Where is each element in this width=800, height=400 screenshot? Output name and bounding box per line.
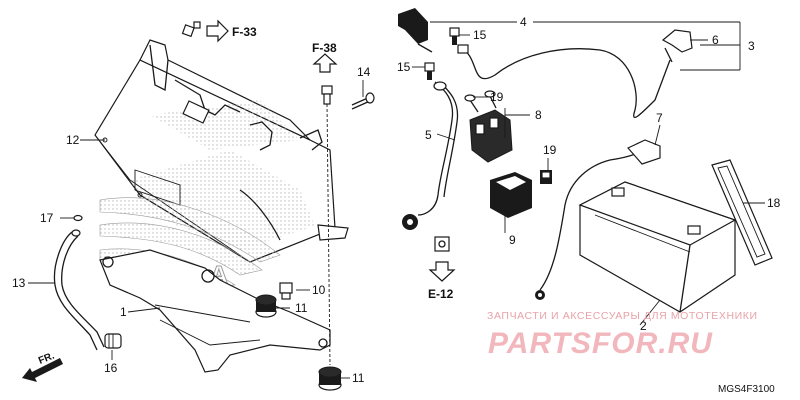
callout-10: 10 xyxy=(312,283,326,297)
callout-19-lower: 19 xyxy=(543,143,557,157)
callout-19-upper: 19 xyxy=(490,90,504,104)
callout-labels: 1 2 3 4 5 6 7 8 9 10 11 11 12 13 14 15 1… xyxy=(12,15,781,385)
starter-cable-5 xyxy=(402,81,459,230)
callout-11-lower: 11 xyxy=(352,371,365,385)
breather-tube xyxy=(53,229,105,351)
callout-6: 6 xyxy=(712,33,719,47)
ref-arrow-f33[interactable] xyxy=(206,19,229,43)
callout-14: 14 xyxy=(357,65,371,79)
callout-15-upper: 15 xyxy=(473,28,487,42)
callout-7: 7 xyxy=(656,111,663,125)
callout-4: 4 xyxy=(520,15,527,29)
callout-9: 9 xyxy=(509,233,516,247)
nut-e12 xyxy=(434,236,450,252)
callout-2: 2 xyxy=(640,319,647,333)
screw-15-upper xyxy=(449,27,460,45)
battery-case-group: HONDA xyxy=(53,21,375,391)
callout-1: 1 xyxy=(120,305,127,319)
tube-clip xyxy=(73,214,83,222)
ref-label-f33[interactable]: F-33 xyxy=(232,25,257,39)
rubber-mount-lower xyxy=(318,366,342,391)
battery-cable-3 xyxy=(457,29,693,119)
battery xyxy=(578,181,737,313)
assembly-guide-line xyxy=(326,103,331,366)
fuse-19 xyxy=(540,170,552,184)
ref-arrow-f38[interactable] xyxy=(312,53,338,73)
callout-12: 12 xyxy=(66,133,80,147)
relay-box-9 xyxy=(490,172,532,218)
terminal-cover xyxy=(398,8,433,53)
ref-label-f38[interactable]: F-38 xyxy=(312,41,337,55)
callout-8: 8 xyxy=(535,108,542,122)
rubber-mount-upper xyxy=(255,294,277,318)
ground-cable-7 xyxy=(535,139,661,300)
front-direction-arrow xyxy=(22,358,63,382)
ref-arrow-e12[interactable] xyxy=(428,261,456,282)
callout-5: 5 xyxy=(425,128,432,142)
screw-15-lower xyxy=(424,62,435,80)
callout-3: 3 xyxy=(748,39,755,53)
callout-11-upper: 11 xyxy=(295,301,308,315)
callout-18: 18 xyxy=(767,196,781,210)
screw-f33 xyxy=(181,21,201,38)
watermark-caption: ЗАПЧАСТИ И АКСЕССУАРЫ ДЛЯ МОТОТЕХНИКИ xyxy=(487,310,758,322)
watermark-site: PARTSFOR.RU xyxy=(488,327,713,360)
callout-13: 13 xyxy=(12,276,26,290)
leader-lines xyxy=(28,21,765,379)
bolt-10 xyxy=(279,282,293,300)
callout-16: 16 xyxy=(104,361,118,375)
nut-f38 xyxy=(321,85,333,105)
callout-15-lower: 15 xyxy=(397,60,411,74)
diagram-code: MGS4F3100 xyxy=(718,384,775,395)
battery-case xyxy=(94,39,349,263)
watermark: ЗАПЧАСТИ И АКСЕССУАРЫ ДЛЯ МОТОТЕХНИКИ PA… xyxy=(487,310,758,360)
starter-relay xyxy=(464,90,513,163)
cushion-16 xyxy=(104,333,122,349)
battery-band xyxy=(711,159,773,266)
bolt-14 xyxy=(351,92,375,110)
callout-17: 17 xyxy=(40,211,54,225)
ref-label-e12[interactable]: E-12 xyxy=(428,287,454,301)
electrical-group xyxy=(398,8,773,313)
